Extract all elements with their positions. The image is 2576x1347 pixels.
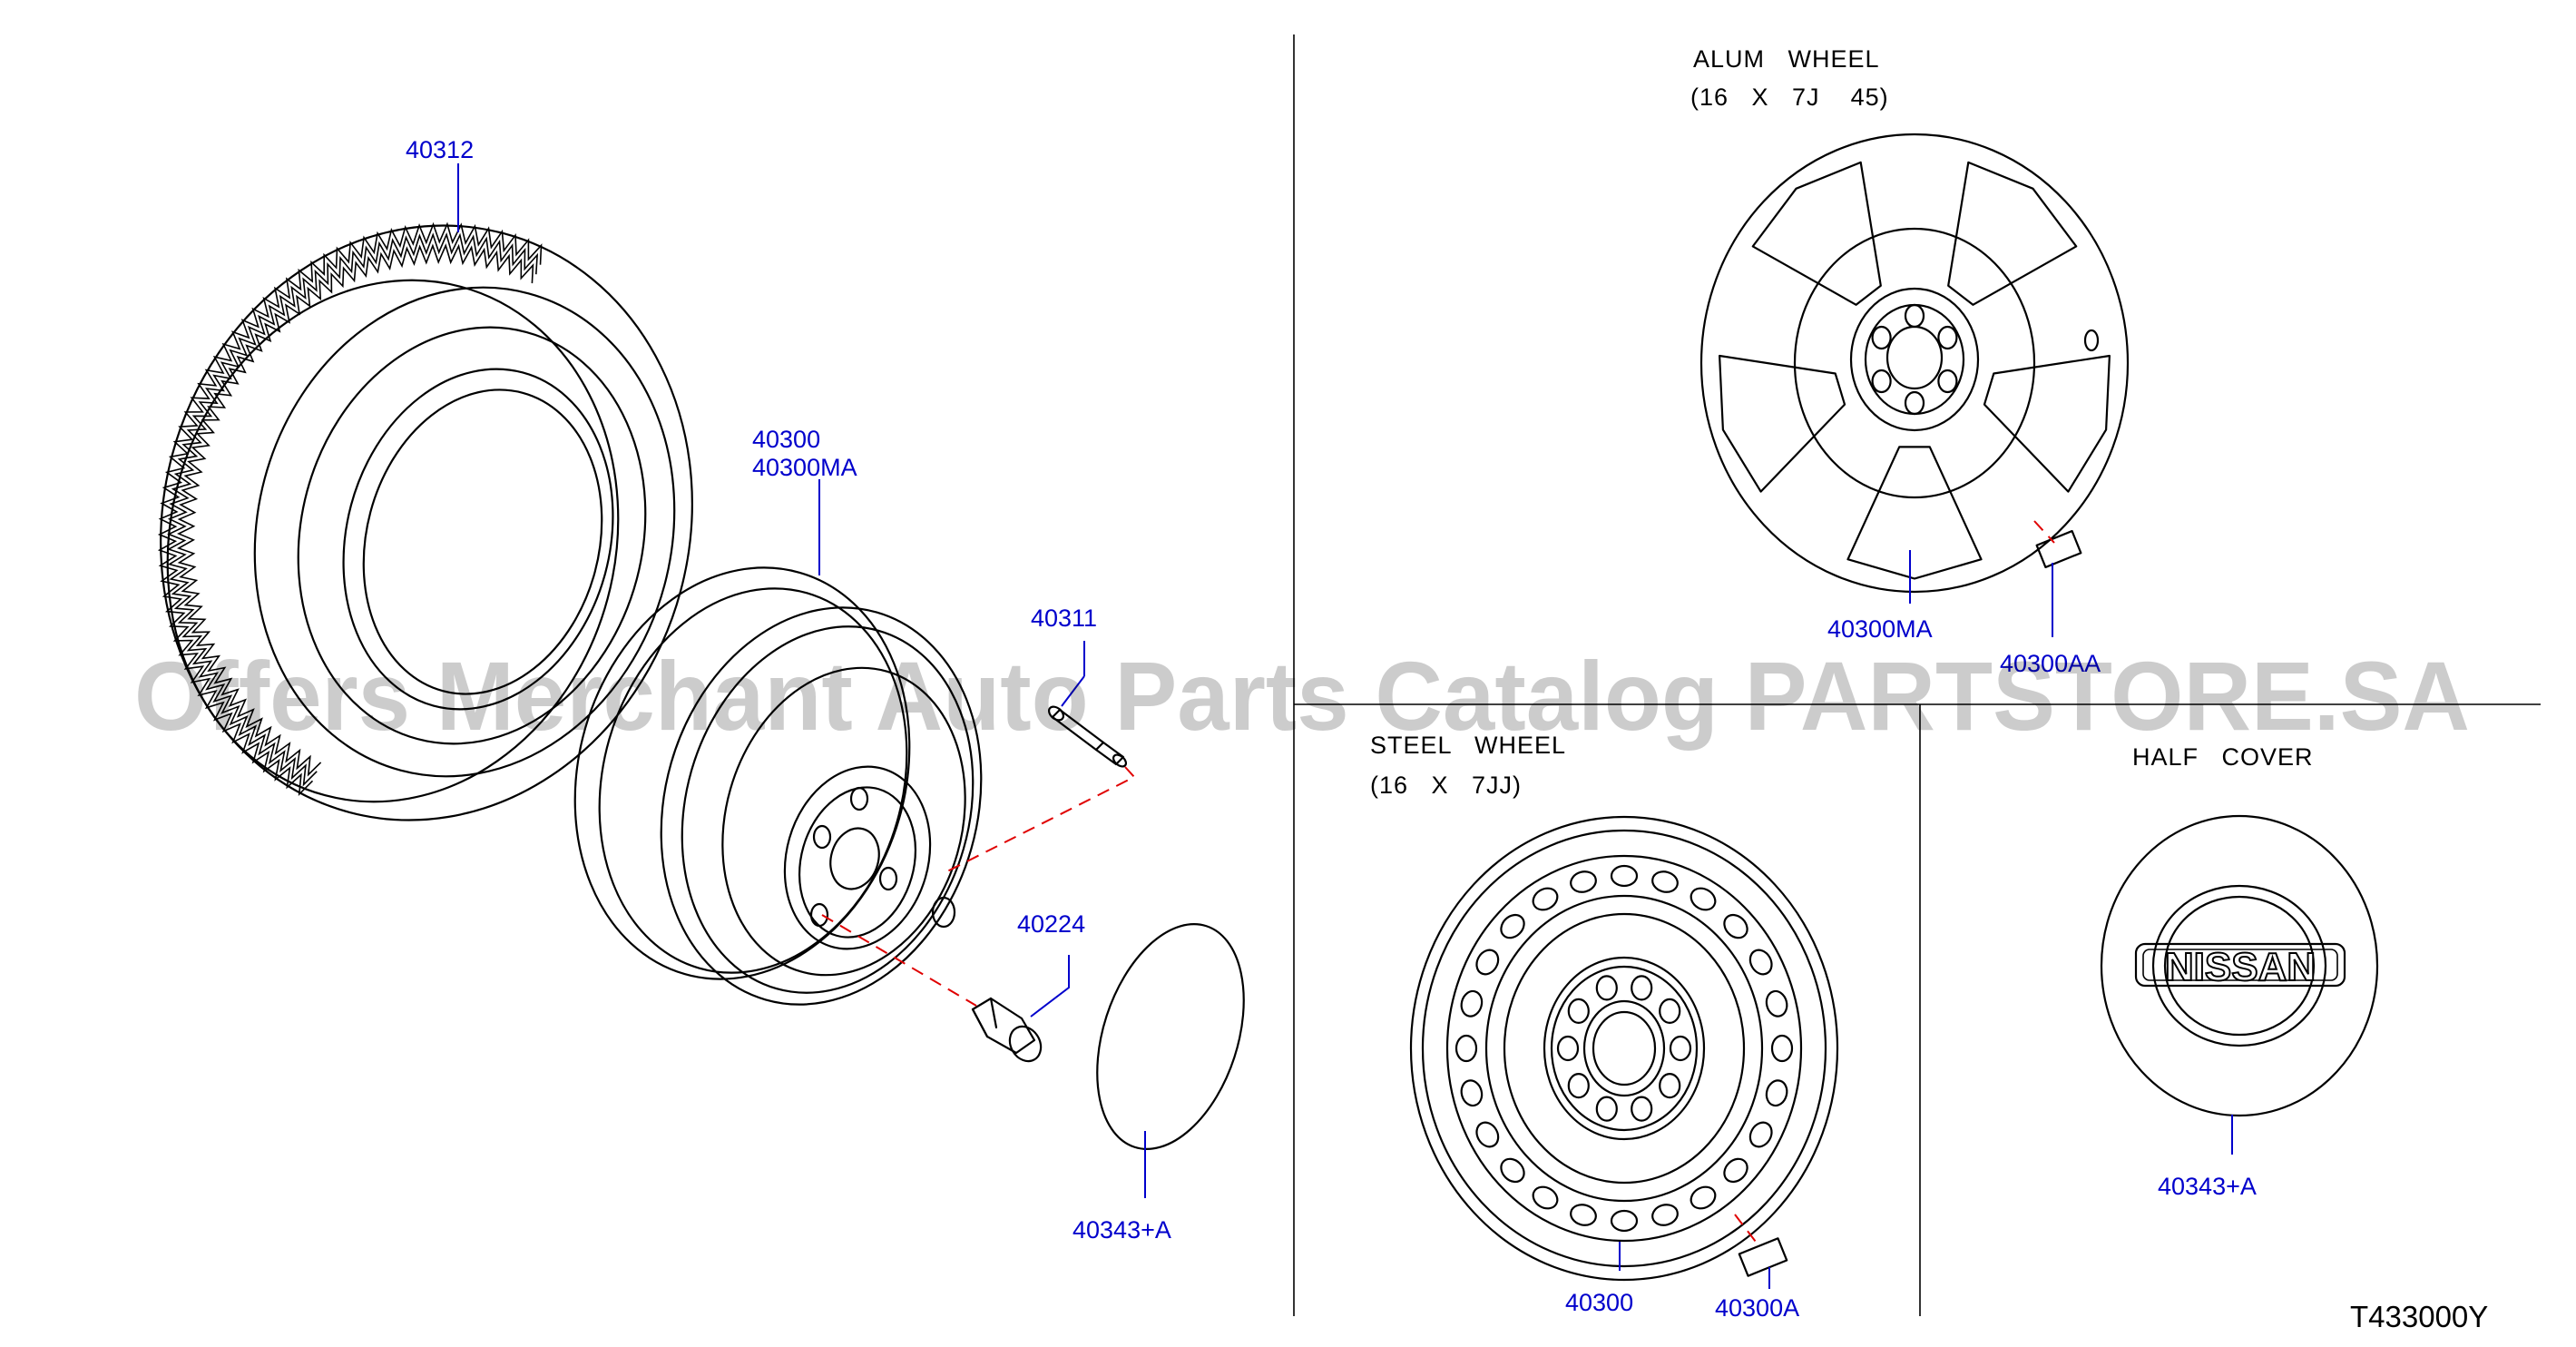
tread-band-2 <box>176 243 534 777</box>
wheel-nut-drawing[interactable] <box>971 997 1047 1067</box>
tread-band-1 <box>167 232 539 787</box>
steel-bolt-hole-9 <box>1631 975 1653 1001</box>
steel-vent-hole-10 <box>1500 1157 1525 1184</box>
alum-wheel-size: (16 X 7J 45) <box>1690 84 1889 111</box>
part-label-alum-wheel[interactable]: 40300MA <box>1827 615 1933 643</box>
steel-vent-hole-13 <box>1455 1034 1478 1063</box>
valve-stem-drawing[interactable] <box>1046 704 1128 769</box>
part-label-wheel-40300[interactable]: 40300 <box>752 426 820 453</box>
alum-wheel-spokes <box>1719 161 2111 580</box>
tread-band-0 <box>157 221 543 797</box>
alum-spoke-window-2 <box>1983 354 2111 493</box>
steel-vent-hole-16 <box>1500 913 1525 939</box>
steel-vent-hole-6 <box>1651 1204 1679 1226</box>
part-label-nut[interactable]: 40224 <box>1017 910 1085 938</box>
watermark-text: Offers Merchant Auto Parts Catalog PARTS… <box>134 641 2470 751</box>
steel-vent-hole-19 <box>1610 864 1639 888</box>
diagram-code: T433000Y <box>2350 1300 2488 1333</box>
alum-balance-weight[interactable] <box>2035 529 2082 569</box>
cover-brand-text: NISSAN <box>2165 945 2316 989</box>
steel-wheel-drawing[interactable] <box>1409 815 1839 1282</box>
part-label-wheel-40300ma[interactable]: 40300MA <box>752 454 857 481</box>
steel-bolt-hole-7 <box>1567 998 1590 1025</box>
half-cover-title: HALF COVER <box>2132 743 2314 771</box>
steel-bolt-hole-8 <box>1595 975 1618 1001</box>
alum-wheel-drawing[interactable] <box>1699 133 2130 594</box>
steel-vent-hole-18 <box>1570 870 1597 893</box>
steel-wheel-bolt-holes <box>1556 975 1692 1122</box>
steel-vent-hole-21 <box>1690 887 1717 911</box>
alum-bolt-hole-4 <box>1904 390 1925 416</box>
tire-tread-pattern <box>157 221 543 797</box>
alum-spoke-window-5 <box>1751 161 1882 306</box>
alum-bolt-hole-3 <box>1937 369 1958 394</box>
alum-bolt-hole-6 <box>1871 325 1892 350</box>
steel-bolt-hole-1 <box>1669 1035 1692 1062</box>
leader-lines <box>457 163 2233 1289</box>
alum-bolt-hole-1 <box>1904 303 1925 329</box>
tire-drawing[interactable] <box>94 165 758 880</box>
section-dividers <box>1293 34 2541 1316</box>
steel-vent-hole-11 <box>1475 1121 1500 1148</box>
alum-spoke-window-3 <box>1846 446 1983 580</box>
steel-vent-hole-8 <box>1570 1204 1597 1226</box>
alum-bolt-hole-5 <box>1871 369 1892 394</box>
assembly-dashed-lines <box>821 766 1136 1007</box>
steel-vent-hole-15 <box>1475 949 1500 976</box>
steel-bolt-hole-4 <box>1595 1096 1618 1122</box>
steel-wheel-vent-holes <box>1455 864 1794 1233</box>
steel-weight-dashed-line <box>1734 1214 1759 1246</box>
steel-bolt-hole-6 <box>1556 1035 1580 1062</box>
steel-vent-hole-4 <box>1723 1157 1748 1184</box>
steel-bolt-hole-5 <box>1567 1072 1590 1099</box>
steel-vent-hole-7 <box>1610 1209 1639 1233</box>
part-label-tire[interactable]: 40312 <box>406 136 474 163</box>
steel-vent-hole-2 <box>1765 1079 1788 1107</box>
part-label-alum-weight[interactable]: 40300AA <box>2000 650 2101 677</box>
steel-vent-hole-3 <box>1748 1121 1773 1148</box>
part-label-valve[interactable]: 40311 <box>1031 605 1097 632</box>
alum-spoke-window-4 <box>1719 354 1846 493</box>
steel-vent-hole-12 <box>1460 1079 1484 1107</box>
part-label-cap[interactable]: 40343+A <box>1073 1216 1171 1244</box>
steel-bolt-hole-2 <box>1659 1072 1681 1099</box>
steel-vent-hole-24 <box>1765 989 1788 1018</box>
steel-vent-hole-20 <box>1651 870 1679 893</box>
steel-bolt-hole-3 <box>1631 1096 1653 1122</box>
steel-bolt-hole-10 <box>1659 998 1681 1025</box>
part-label-steel-weight[interactable]: 40300A <box>1715 1294 1799 1322</box>
steel-vent-hole-23 <box>1748 949 1773 976</box>
steel-wheel-title: STEEL WHEEL <box>1370 732 1566 759</box>
steel-vent-hole-17 <box>1532 887 1559 911</box>
steel-vent-hole-9 <box>1532 1185 1559 1210</box>
part-label-steel-wheel[interactable]: 40300 <box>1565 1289 1633 1316</box>
alum-wheel-bolt-holes <box>1871 303 1958 416</box>
steel-vent-hole-22 <box>1723 913 1748 939</box>
alum-bolt-hole-2 <box>1937 325 1958 350</box>
steel-vent-hole-14 <box>1460 989 1484 1018</box>
center-cap-drawing[interactable] <box>1071 905 1270 1167</box>
steel-vent-hole-5 <box>1690 1185 1717 1210</box>
steel-balance-weight[interactable] <box>1738 1237 1788 1277</box>
steel-vent-hole-1 <box>1770 1034 1794 1063</box>
alum-wheel-title: ALUM WHEEL <box>1693 45 1880 73</box>
alum-weight-dashed-line <box>2033 520 2055 544</box>
part-label-cover[interactable]: 40343+A <box>2158 1173 2257 1200</box>
alum-spoke-window-1 <box>1947 161 2078 306</box>
half-cover-drawing[interactable]: NISSAN <box>2100 814 2379 1117</box>
wheel-drawing[interactable] <box>528 527 1027 1043</box>
steel-wheel-size: (16 X 7JJ) <box>1370 772 1522 799</box>
